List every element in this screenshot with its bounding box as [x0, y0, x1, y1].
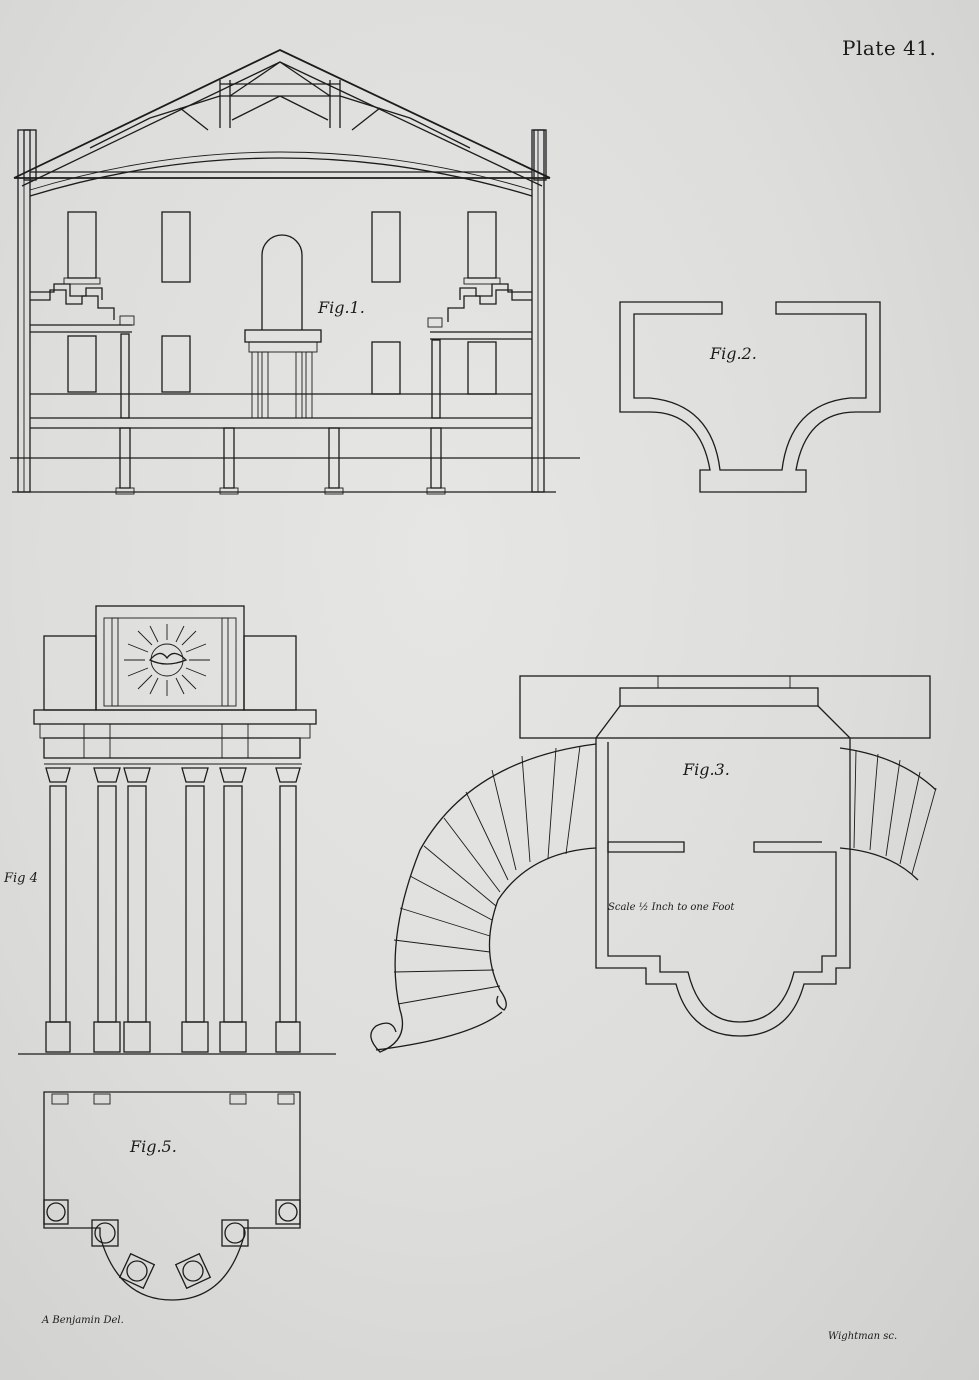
- fig3-stair-plan: [370, 675, 937, 1053]
- scale-note: Scale ½ Inch to one Foot: [608, 902, 735, 913]
- fig2-plan: [619, 301, 881, 493]
- fig4-label: Fig 4: [4, 871, 38, 886]
- fig1-church-section: [10, 49, 580, 495]
- delineator-credit: A Benjamin Del.: [42, 1315, 124, 1326]
- fig4-elevation: [18, 605, 336, 1055]
- engraver-credit: Wightman sc.: [828, 1331, 898, 1342]
- fig2-label: Fig.2.: [710, 344, 757, 363]
- plate-number: Plate 41.: [842, 36, 937, 60]
- fig3-label: Fig.3.: [683, 760, 730, 779]
- dove-with-rays: [124, 624, 210, 696]
- fig5-plan: [43, 1091, 301, 1301]
- fig1-label: Fig.1.: [318, 298, 365, 317]
- fig5-label: Fig.5.: [130, 1137, 177, 1156]
